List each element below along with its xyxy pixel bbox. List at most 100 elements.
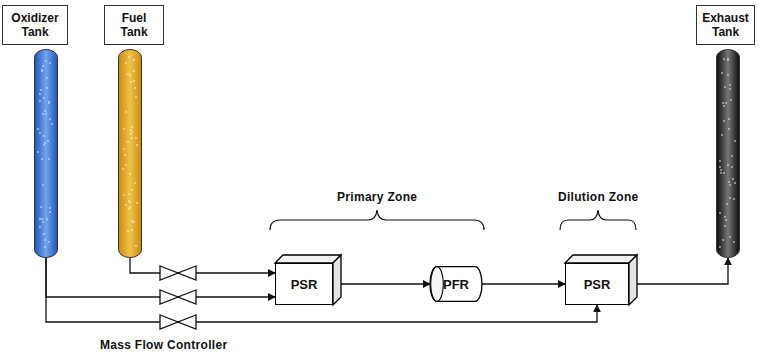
pfr-end (431, 267, 444, 302)
tank-dot (719, 212, 721, 214)
component-label: Mass Flow Controller (98, 338, 229, 352)
tank-dot (49, 207, 51, 209)
tank-dot (40, 89, 42, 91)
tank-dot (127, 73, 129, 75)
tank-dot (729, 84, 731, 86)
tank-dot (723, 120, 725, 122)
tank-dot (41, 218, 43, 220)
tank-dot (727, 59, 729, 61)
box-side-face (333, 255, 341, 305)
tank-dot (723, 58, 725, 60)
tank-dot (44, 142, 46, 144)
tank-dot (731, 166, 733, 168)
tank-dot (133, 70, 135, 72)
flow-line (333, 283, 430, 284)
tank-dot (129, 206, 131, 208)
tank-dot (724, 216, 726, 218)
tank-dot (42, 113, 44, 115)
tank-dot (134, 87, 136, 89)
tank-dot (131, 220, 133, 222)
tank-dot (129, 201, 131, 203)
tank-dot (40, 206, 42, 208)
tank-dot (127, 230, 129, 232)
tank-dot (125, 62, 127, 64)
tank-dot (43, 135, 45, 137)
tank-dot (135, 245, 137, 247)
zone-bracket (560, 210, 636, 230)
tank-dot (122, 168, 124, 170)
tank: Fuel Tank (104, 5, 164, 258)
flow-line (482, 283, 565, 284)
tank-dot (51, 123, 53, 125)
tank-dot (727, 164, 729, 166)
tank-dot (42, 221, 44, 223)
tank-dot (721, 134, 723, 136)
tank-dot (42, 184, 44, 186)
tank-dot (123, 194, 125, 196)
tank-dot (39, 226, 41, 228)
tank-dot (730, 99, 732, 101)
tank-name: Oxidizer Tank (6, 11, 64, 39)
tank-dot (39, 218, 41, 220)
tank-dot (49, 62, 51, 64)
tank-dot (133, 221, 135, 223)
tank-dot (130, 129, 132, 131)
tank-label-box: Fuel Tank (104, 5, 164, 45)
tank-dot (734, 182, 736, 184)
box-top-face (275, 255, 341, 263)
tank-dot (135, 137, 137, 139)
tank-dot (732, 178, 734, 180)
tank: Exhaust Tank (696, 5, 755, 258)
tank-dot (39, 93, 41, 95)
tank-dot (128, 193, 130, 195)
tank-dot (129, 173, 131, 175)
tank-dot (728, 118, 730, 120)
tank-dot (123, 128, 125, 130)
tank-dot (46, 87, 48, 89)
tank-dot (723, 105, 725, 107)
tank-dot (124, 154, 126, 156)
tank-dot (48, 241, 50, 243)
zone-label: Primary Zone (335, 190, 419, 204)
tank-dot (131, 229, 133, 231)
stirred-reactor-box: PSR (275, 263, 333, 305)
stirred-reactor-box: PSR (565, 263, 629, 305)
flow-line (629, 258, 728, 284)
tank-dot (49, 118, 51, 120)
zone-bracket (270, 210, 484, 230)
tank-dot (128, 200, 130, 202)
tank: Oxidizer Tank (2, 5, 68, 258)
tank-dot (722, 239, 724, 241)
tank-name: Fuel Tank (108, 11, 160, 39)
tank-dot (37, 151, 39, 153)
tank-dot (727, 74, 729, 76)
tank-dot (733, 198, 735, 200)
tank-dot (130, 133, 132, 135)
tank-dot (48, 158, 50, 160)
tank-dot (43, 233, 45, 235)
tank-dot (728, 128, 730, 130)
tank-dot (734, 140, 736, 142)
tank-dot (134, 182, 136, 184)
tank-dot (725, 102, 727, 104)
tank-dot (733, 241, 735, 243)
tank-cylinder (716, 49, 740, 258)
tank-dot (131, 131, 133, 133)
tank-dot (129, 75, 131, 77)
tank-dot (41, 70, 43, 72)
tank-dot (133, 80, 135, 82)
tank-dot (722, 102, 724, 104)
tank-dot (131, 126, 133, 128)
tank-dot (130, 81, 132, 83)
tank-name: Exhaust Tank (700, 11, 751, 39)
tank-dot (46, 218, 48, 220)
tank-dot (49, 211, 51, 213)
tank-dot (727, 58, 729, 60)
box-side-face (629, 255, 637, 305)
box-top-face (565, 255, 637, 263)
tank-dot (43, 144, 45, 146)
tank-dot (44, 239, 46, 241)
tank-dot (46, 77, 48, 79)
reactor-name: PSR (291, 277, 318, 292)
